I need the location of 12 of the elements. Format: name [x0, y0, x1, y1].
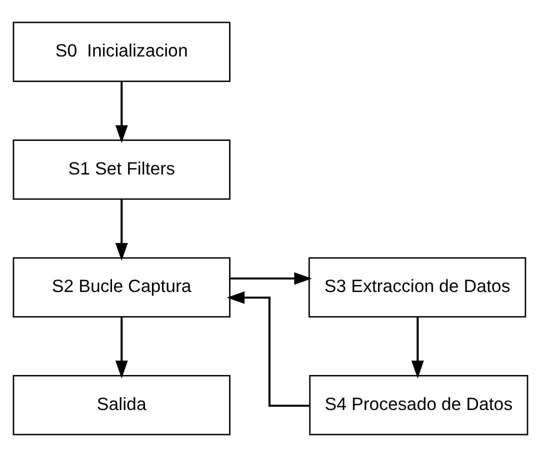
arrow: [115, 317, 128, 378]
node-box: Salida: [12, 374, 230, 436]
node-box: S4 Procesado de Datos: [309, 374, 528, 436]
node-box: S2 Bucle Captura: [12, 257, 230, 318]
node-box: S3 Extraccion de Datos: [308, 257, 526, 318]
node-box: S1 Set Filters: [12, 140, 230, 200]
node-box: S0 Inicializacion: [12, 22, 230, 82]
arrow: [411, 317, 424, 379]
arrow: [115, 82, 128, 144]
arrow: [230, 272, 312, 285]
arrow: [115, 199, 128, 261]
arrow: [226, 291, 310, 407]
